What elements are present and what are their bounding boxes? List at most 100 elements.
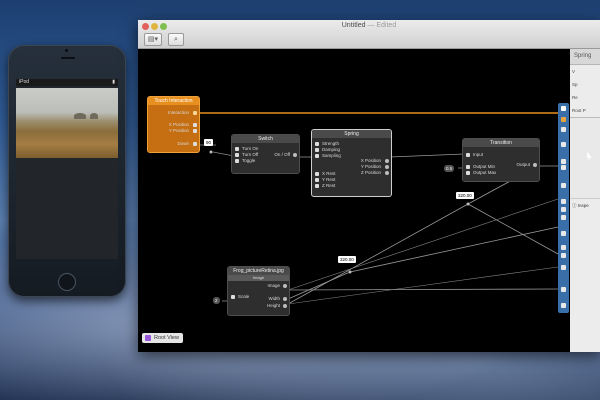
value-transition-input[interactable]: 0.5	[444, 165, 455, 172]
input-port[interactable]	[235, 147, 239, 151]
close-window-button[interactable]	[142, 23, 149, 30]
node-title: Spring	[312, 130, 391, 138]
inspector-header: Spring	[570, 49, 600, 65]
input-port[interactable]	[235, 153, 239, 157]
port-label: Scale	[238, 294, 250, 299]
toolbar-menu-icon: ▤▾	[147, 36, 159, 43]
output-port[interactable]	[385, 171, 389, 175]
inspector-line[interactable]: V	[572, 69, 576, 74]
wire-image-width	[287, 271, 351, 300]
patch-editor-canvas[interactable]: Touch Interaction Interaction X Position…	[138, 49, 570, 352]
port-label: Output Min	[473, 164, 496, 169]
layer-port[interactable]	[561, 199, 566, 204]
node-title: Switch	[232, 135, 299, 143]
port-label: Output Max	[473, 170, 497, 175]
inspector-line[interactable]: Root P	[572, 108, 586, 113]
layer-port[interactable]	[561, 106, 566, 111]
port-label: Turn On	[242, 146, 259, 151]
magnifier-icon: ⌕	[174, 36, 178, 43]
node-title: Transition	[463, 139, 539, 147]
image-node[interactable]: Frog_pictureRetina.jpg Image Image Scale…	[227, 266, 290, 316]
output-port[interactable]	[193, 142, 197, 146]
inspector-footer-text: Inspe	[577, 203, 589, 208]
port-label: Turn Off	[242, 152, 259, 157]
port-label: Y Rest	[322, 177, 336, 182]
port-label: Width	[268, 296, 280, 301]
phone-screen[interactable]: iPod ▮	[16, 79, 118, 259]
layer-port[interactable]	[561, 287, 566, 292]
inspector-line[interactable]: Sp	[572, 82, 578, 87]
input-port[interactable]	[315, 148, 319, 152]
patch-wires	[198, 112, 559, 305]
value-transition-output[interactable]: 320.00	[456, 192, 474, 199]
port-label: X Position	[360, 158, 381, 163]
output-port[interactable]	[193, 111, 197, 115]
output-port[interactable]	[283, 304, 287, 308]
wire-image-out-2	[287, 198, 559, 291]
port-label: On / Off	[274, 152, 290, 157]
value-switch-input[interactable]: 90	[204, 139, 214, 146]
value-image-scale[interactable]: 2	[213, 297, 220, 304]
layer-port[interactable]	[561, 245, 566, 250]
toolbar-zoom-button[interactable]: ⌕	[168, 33, 184, 46]
input-port[interactable]	[315, 142, 319, 146]
input-port[interactable]	[235, 159, 239, 163]
wire-width-out	[349, 226, 559, 273]
input-port[interactable]	[315, 172, 319, 176]
layer-port[interactable]	[561, 127, 566, 132]
wire-switch-in	[212, 151, 235, 157]
layer-port[interactable]	[561, 183, 566, 188]
layer-port[interactable]	[561, 253, 566, 258]
input-port[interactable]	[315, 184, 319, 188]
root-view-button[interactable]: Root View	[142, 333, 183, 343]
layer-port[interactable]	[561, 165, 566, 170]
port-label: Sampling	[322, 153, 341, 158]
wire-knot	[466, 202, 470, 206]
phone-home-button[interactable]	[58, 273, 76, 291]
touch-interaction-node[interactable]: Touch Interaction Interaction X Position…	[147, 96, 200, 153]
output-port[interactable]	[193, 123, 197, 127]
layer-port[interactable]	[561, 303, 566, 308]
wire-to-image-height	[287, 203, 469, 305]
output-port[interactable]	[385, 165, 389, 169]
switch-node[interactable]: Switch Turn On Turn Off Toggle On / Off	[231, 134, 300, 174]
wire-height-out	[287, 266, 559, 305]
spring-node[interactable]: Spring Strength Damping Sampling X Rest …	[311, 129, 392, 197]
layer-port[interactable]	[561, 117, 566, 122]
layer-port[interactable]	[561, 207, 566, 212]
layer-port[interactable]	[561, 142, 566, 147]
toolbar-menu-button[interactable]: ▤▾	[144, 33, 162, 46]
output-port[interactable]	[533, 163, 537, 167]
window-title: Untitled — Edited	[138, 22, 600, 29]
layer-port[interactable]	[561, 231, 566, 236]
transition-node[interactable]: Transition Input Output Min Output Max O…	[462, 138, 540, 182]
inspector-line[interactable]: Re	[572, 95, 578, 100]
input-port[interactable]	[466, 171, 470, 175]
input-port[interactable]	[231, 295, 235, 299]
tree-shape	[90, 113, 98, 119]
input-port[interactable]	[466, 153, 470, 157]
root-view-label: Root View	[154, 335, 179, 341]
ipod-device: iPod ▮	[8, 45, 126, 297]
port-label: Z Rest	[322, 183, 336, 188]
port-label: X Rest	[322, 171, 336, 176]
output-port[interactable]	[193, 129, 197, 133]
input-port[interactable]	[466, 165, 470, 169]
input-port[interactable]	[315, 154, 319, 158]
port-label: Y Position	[360, 164, 381, 169]
output-port[interactable]	[283, 284, 287, 288]
zoom-window-button[interactable]	[160, 23, 167, 30]
layer-port[interactable]	[561, 159, 566, 164]
output-port[interactable]	[283, 297, 287, 301]
value-image-width[interactable]: 320.00	[338, 256, 356, 263]
layer-port[interactable]	[561, 265, 566, 270]
root-view-color-swatch	[145, 335, 151, 341]
minimize-window-button[interactable]	[151, 23, 158, 30]
input-port[interactable]	[315, 178, 319, 182]
layer-port[interactable]	[561, 215, 566, 220]
output-port[interactable]	[293, 153, 297, 157]
output-port[interactable]	[385, 159, 389, 163]
root-layer-ports	[558, 103, 569, 313]
node-title: Frog_pictureRetina.jpg	[228, 267, 289, 275]
frog-photo-preview[interactable]	[16, 88, 118, 158]
